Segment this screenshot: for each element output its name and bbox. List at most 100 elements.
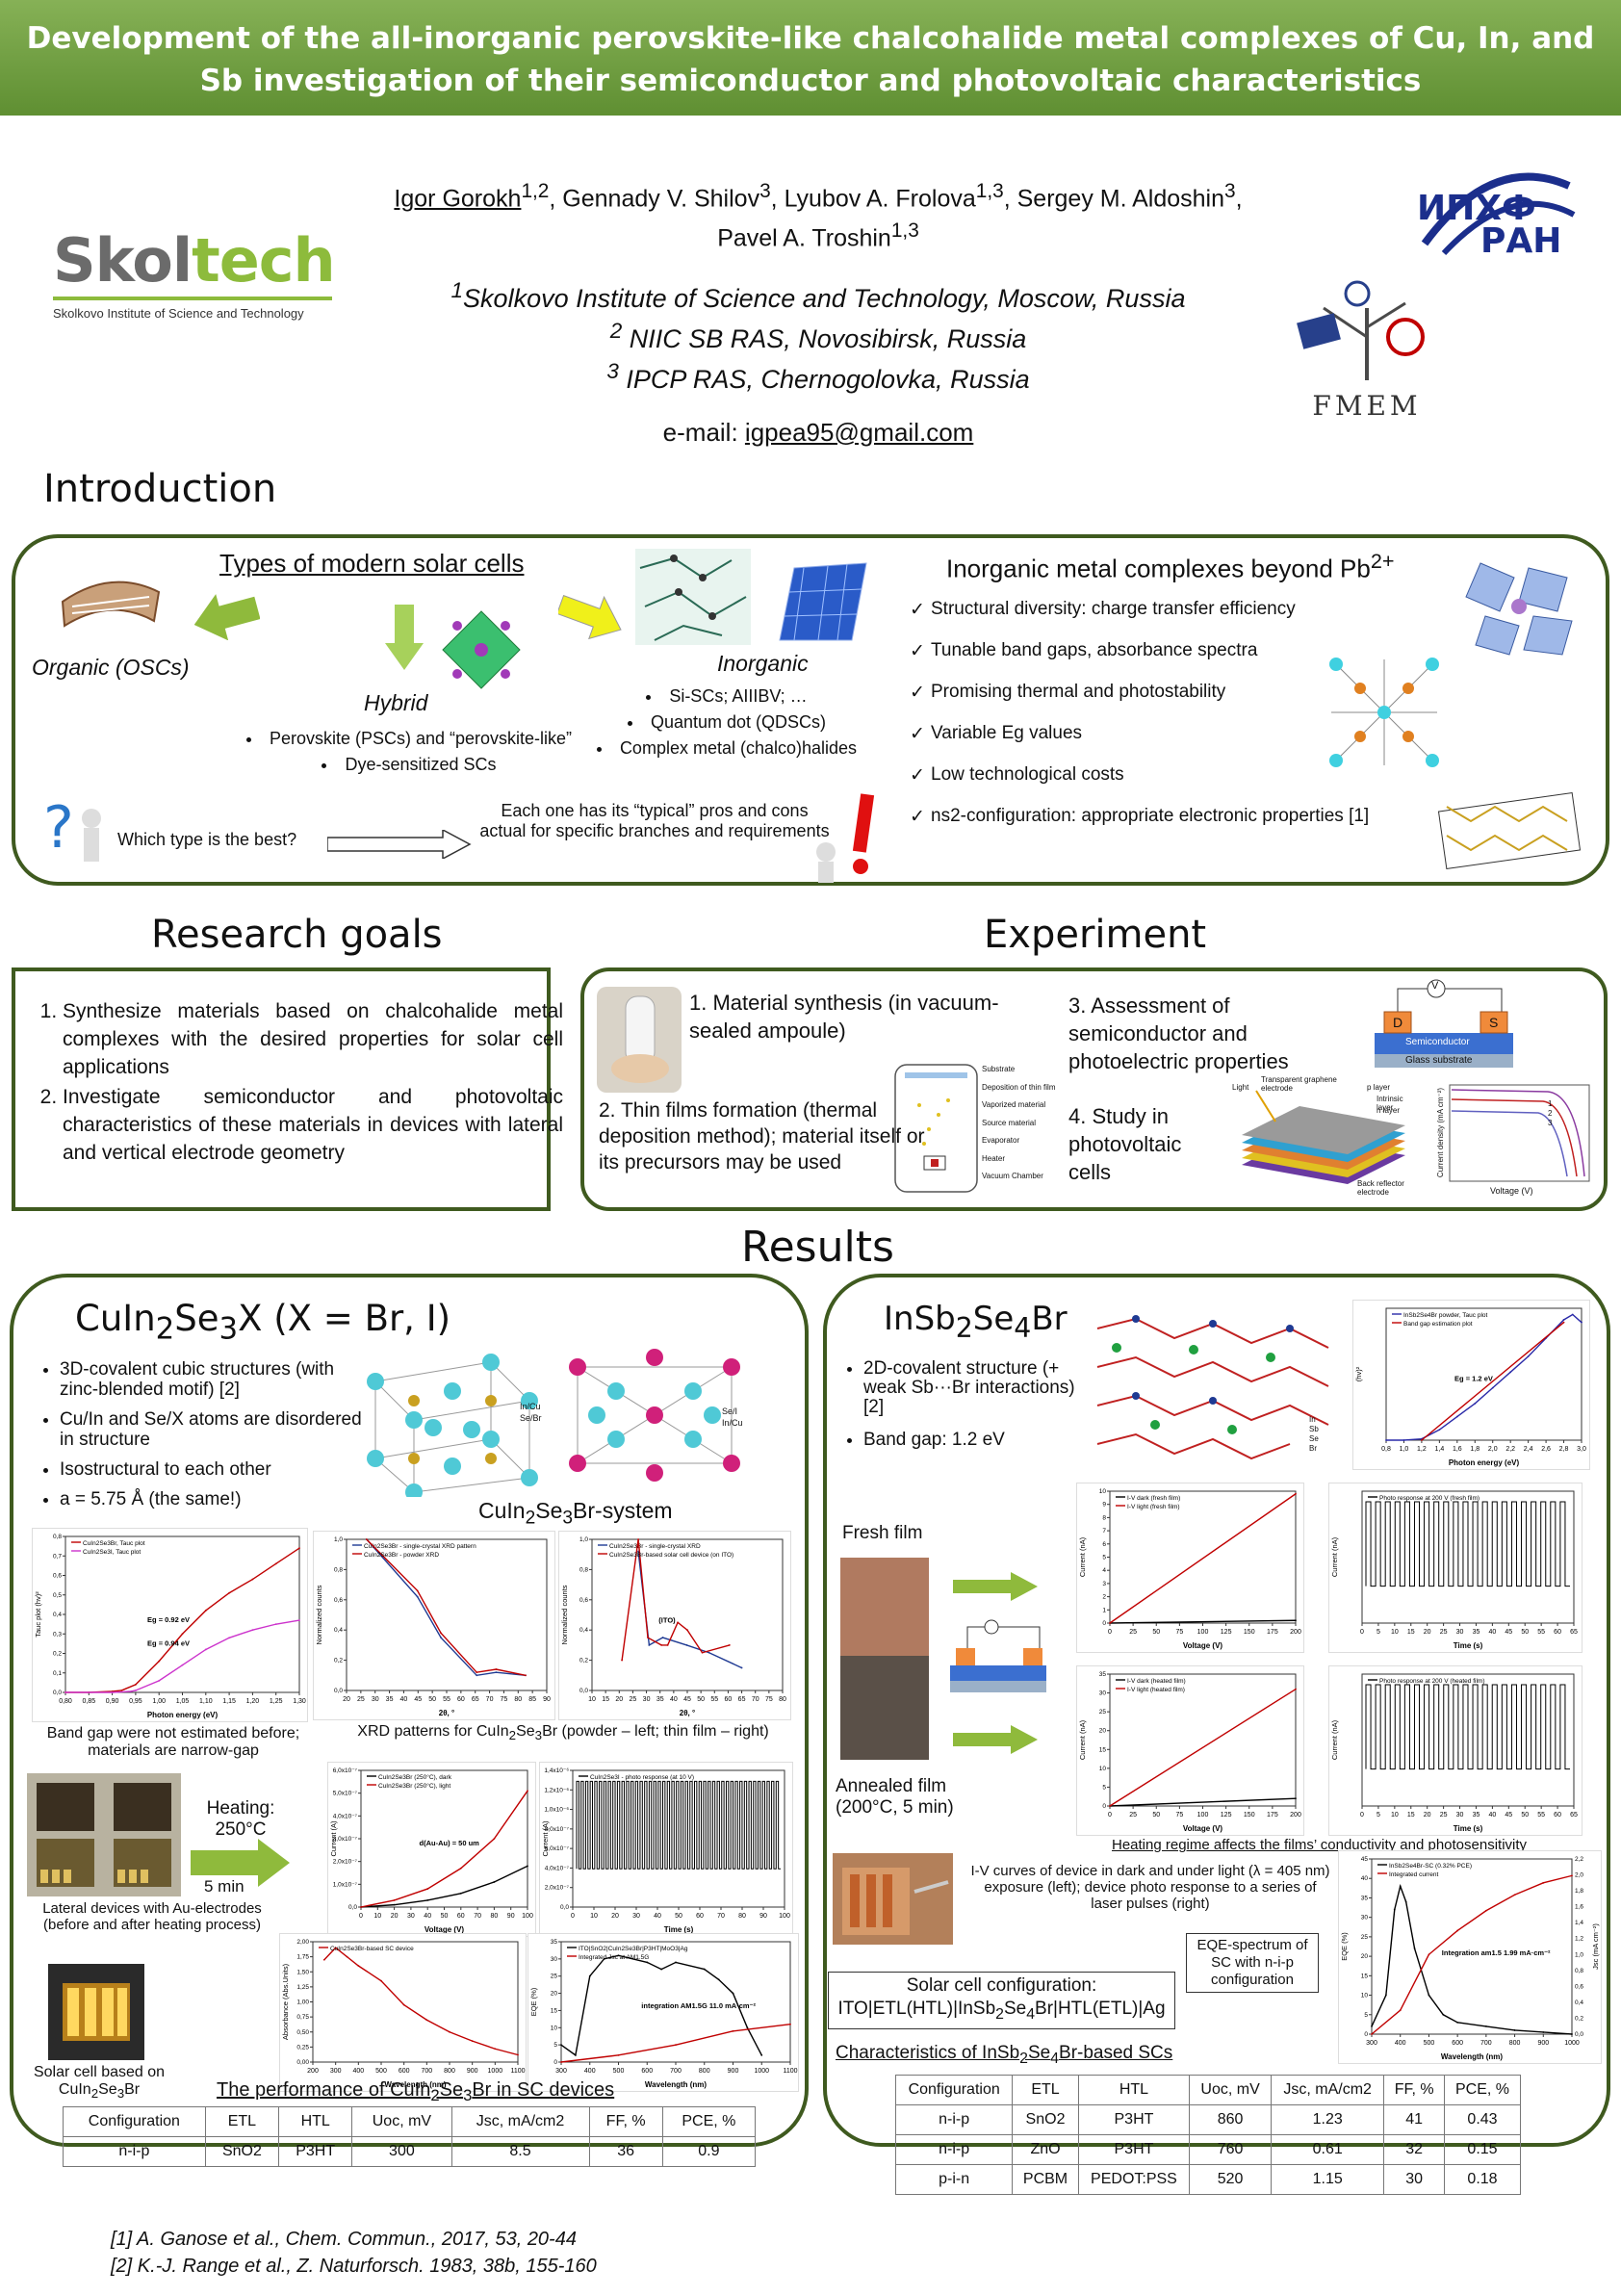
data-point (228, 1591, 231, 1594)
table-cell: SnO2 (204, 2136, 280, 2167)
insb-char-table: Configuration ETL HTL Uoc, mV Jsc, mA/cm… (894, 2075, 1522, 2195)
data-point (648, 1644, 651, 1646)
cu-system-label: CuIn2Se3Br-system (478, 1498, 673, 1529)
legend-label: Integrated current (1389, 1871, 1439, 1878)
data-point (449, 2030, 450, 2033)
data-point (251, 1578, 254, 1581)
exp-iv-chart: Voltage (V) Current density (mA cm⁻²) 1 … (1432, 1080, 1596, 1200)
series-line (1109, 1619, 1297, 1624)
x-tick-label: 10 (1391, 1629, 1399, 1636)
insb-bullets: 2D-covalent structure (+ weak Sb···Br in… (842, 1359, 1094, 1456)
data-point (1295, 1492, 1297, 1495)
data-point (357, 1965, 360, 1967)
arrow-right-icon (556, 592, 626, 645)
data-point (789, 2023, 791, 2025)
y-tick-label: 0,2 (334, 1658, 343, 1664)
table-cell: n-i-p (63, 2136, 206, 2167)
check-item-text: Structural diversity: charge transfer ef… (931, 599, 1296, 619)
y-tick-label: 8,0x10⁻⁷ (545, 1826, 570, 1833)
data-point (64, 1691, 66, 1693)
inorganic-structure-image (635, 549, 751, 645)
legend-label: I-V light (fresh film) (1127, 1504, 1180, 1510)
evap-label: Vacuum Chamber (982, 1172, 1043, 1180)
xrd-caption: XRD patterns for CuIn2Se3Br (powder – le… (357, 1723, 769, 1743)
x-tick-label: 50 (428, 1696, 436, 1703)
y-tick-label: 0,4 (334, 1627, 343, 1634)
x-tick-label: 55 (1537, 1812, 1545, 1819)
check-item-text: Variable Eg values (931, 723, 1083, 743)
data-point (685, 1644, 688, 1646)
x-tick-label: 70 (486, 1696, 494, 1703)
ipcp-logo: ИПХФ РАН (1405, 162, 1579, 268)
data-point (426, 1899, 429, 1901)
x-tick-label: 45 (1505, 1629, 1512, 1636)
legend-label: InSb2Se4Br powder, Tauc plot (1403, 1312, 1488, 1319)
x-tick-label: 0 (571, 1913, 575, 1920)
y-tick-label: 1,50 (296, 1969, 309, 1975)
cu-bullet: Isostructural to each other (60, 1459, 368, 1480)
legend-item: Se/Br (520, 1413, 542, 1423)
th-jsc: Jsc, mA/cm2 (450, 2106, 590, 2137)
data-point (1571, 2033, 1573, 2035)
x-tick-label: 900 (728, 2068, 739, 2075)
x-tick-label: 25 (357, 1696, 365, 1703)
legend-label: Band gap estimation plot (1403, 1321, 1473, 1328)
cu-bullet: a = 5.75 Å (the same!) (60, 1489, 368, 1509)
legend-label: InSb2Se4Br-SC (0.32% PCE) (1389, 1863, 1472, 1870)
x-tick-label: 0,85 (82, 1698, 95, 1705)
heating-arrow-icon (191, 1839, 292, 1892)
table-header-row: Configuration ETL HTL Uoc, mV Jsc, mA/cm… (894, 2075, 1522, 2105)
y-axis-label: Normalized counts (560, 1585, 569, 1644)
films-photo (840, 1558, 929, 1760)
series-line (1371, 1874, 1573, 2035)
x-tick-label: 1100 (783, 2068, 797, 2075)
x-tick-label: 60 (725, 1696, 733, 1703)
data-point (493, 1881, 496, 1883)
beyond-title-text: Inorganic metal complexes beyond Pb (946, 554, 1371, 583)
x-axis-label: Photon energy (eV) (1449, 1458, 1520, 1467)
x-tick-label: 2,0 (1488, 1446, 1498, 1453)
authors-line2: Pavel A. Troshin1,3 (717, 219, 919, 252)
exp-iv-xlabel: Voltage (V) (1490, 1186, 1533, 1196)
data-point (1513, 1894, 1516, 1896)
y-tick-label: 10 (1099, 1488, 1107, 1495)
y-tick-label: 4,0x10⁻⁷ (545, 1865, 570, 1871)
x-tick-label: 45 (414, 1696, 422, 1703)
ipcp-logo-shape (1421, 172, 1576, 256)
data-point (1385, 1439, 1387, 1441)
y-tick-label: 0,6 (579, 1597, 588, 1604)
config-title: Solar cell configuration: (906, 1975, 1097, 1996)
y-tick-label: 0 (1364, 2031, 1368, 2038)
x-tick-label: 125 (1221, 1812, 1232, 1819)
email-link[interactable]: igpea95@gmail.com (744, 417, 974, 447)
x-tick-label: 175 (1267, 1629, 1278, 1636)
chart-annotation: Integration am1.5 1.99 mA·cm⁻² (1442, 1948, 1551, 1957)
inorganic-item: Quantum dot (QDSCs) (568, 712, 886, 733)
sc-caption: Solar cell based on CuIn2Se3Br (33, 2064, 166, 2102)
films-image (840, 1558, 929, 1760)
data-point (1371, 2025, 1373, 2027)
x-tick-label: 50 (1521, 1812, 1529, 1819)
series-line (366, 1538, 527, 1676)
x-tick-label: 50 (1152, 1812, 1160, 1819)
data-point (621, 1659, 624, 1662)
y2-tick-label: 0,0 (1575, 2031, 1583, 2038)
poster-header: Development of the all-inorganic perovsk… (0, 0, 1621, 116)
cu-title: CuIn2Se3X (X = Br, I) (75, 1298, 451, 1347)
data-point (603, 1957, 605, 1960)
perf-title: The performance of CuIn2Se3Br in SC devi… (217, 2079, 615, 2104)
y-axis-label: Current (nA) (1330, 1536, 1339, 1577)
x-tick-label: 900 (1537, 2040, 1549, 2047)
x-tick-label: 400 (1395, 2040, 1406, 2047)
reference-item: [2] K.-J. Range et al., Z. Naturforsch. … (111, 2256, 597, 2277)
y-tick-label: 0,0 (53, 1690, 62, 1696)
th-ff: FF, % (588, 2106, 663, 2137)
y-tick-label: 0 (1102, 1620, 1106, 1627)
insb-layered-structure-icon (1096, 1315, 1329, 1460)
data-point (476, 1671, 478, 1674)
legend-item: In/Cu (722, 1418, 743, 1428)
table-cell: PEDOT:PSS (1077, 2164, 1191, 2195)
